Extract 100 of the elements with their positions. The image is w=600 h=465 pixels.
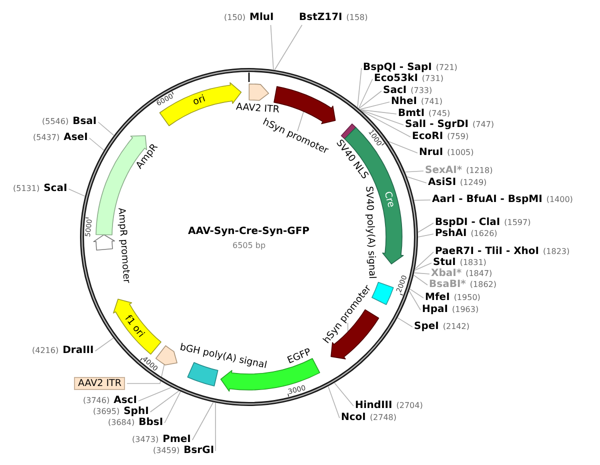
leader-line [414, 272, 430, 274]
enzyme-name: PshAI [435, 228, 467, 240]
site-position: (759) [447, 131, 469, 143]
feature-label: Cre [382, 190, 397, 209]
site-position: (4216) [32, 345, 59, 357]
enzyme-name: BsaBI* [429, 279, 466, 291]
site-position: (2748) [370, 412, 396, 424]
leader-line [360, 110, 404, 126]
leader-line [98, 122, 114, 136]
leader-line [408, 290, 421, 310]
feature-label: SV40 poly(A) signal [363, 186, 378, 280]
leader-line [150, 390, 180, 412]
enzyme-name: SexAI* [425, 165, 462, 177]
site-position: (1400) [546, 194, 573, 206]
leader-line [88, 138, 104, 151]
leader-line [410, 288, 424, 298]
enzyme-name: PmeI [162, 434, 191, 446]
leader-line [414, 200, 431, 201]
site-position: (3746) [83, 395, 110, 407]
leader-line [418, 234, 434, 238]
enzyme-name: EcoRI [412, 131, 444, 143]
site-position: (1831) [460, 257, 486, 268]
leader-line [328, 386, 340, 418]
enzyme-name: NruI [419, 147, 444, 159]
enzyme-name: StuI [433, 257, 456, 268]
enzyme-name: BstZ17I [299, 12, 342, 24]
enzyme-name: BbsI [138, 417, 164, 429]
site-position: (1218) [466, 165, 493, 177]
leader-line [362, 110, 411, 138]
feature-label: AAV2 ITR [74, 377, 126, 390]
enzyme-name: NcoI [341, 412, 366, 424]
site-position: (2704) [396, 400, 423, 412]
site-position: (3695) [93, 406, 120, 418]
enzyme-name: AsiSI [428, 177, 456, 189]
site-position: (5546) [42, 116, 69, 128]
enzyme-name: AarI - BfuAI - BspMI [432, 194, 542, 206]
site-position: (747) [472, 119, 494, 131]
feature-label: AAV2 ITR [236, 101, 280, 116]
site-position: (3459) [153, 445, 180, 457]
feature-label: f1 ori [122, 313, 147, 340]
feature-label: EGFP [286, 346, 314, 367]
site-position: (5437) [33, 132, 60, 144]
site-position: (2142) [442, 321, 470, 333]
leader-line [270, 24, 274, 70]
leader-line [397, 317, 413, 328]
enzyme-name: SpeI [414, 321, 439, 333]
site-position: (1597) [504, 217, 531, 229]
enzyme-name: XbaI* [431, 268, 462, 280]
leader-line [297, 110, 304, 132]
site-position: (1963) [452, 304, 479, 316]
leader-line [358, 90, 382, 109]
leader-line [388, 141, 418, 154]
site-position: (5131) [13, 183, 40, 195]
site-position: (1823) [543, 246, 570, 258]
enzyme-name: BmtI [398, 108, 425, 119]
site-position: (1005) [447, 147, 474, 159]
feature-label: bGH poly(A) signal [178, 342, 268, 372]
enzyme-name: MluI [250, 12, 274, 24]
enzyme-name: BspDI - ClaI [435, 217, 500, 228]
leader-line [360, 102, 390, 110]
site-position: (150) [224, 12, 246, 24]
enzyme-name: BspQI - SapI [363, 62, 432, 74]
enzyme-name: ScaI [44, 183, 68, 195]
leader-line [215, 402, 216, 452]
leader-line [358, 78, 373, 109]
leader-line [334, 382, 354, 406]
site-position: (1847) [466, 268, 492, 280]
enzyme-name: AscI [114, 395, 137, 406]
plasmid-size: 6505 bp [232, 241, 266, 251]
leader-line [414, 252, 434, 270]
leader-line [94, 338, 114, 352]
site-position: (1862) [470, 279, 497, 291]
leader-line [192, 402, 214, 440]
leader-line [414, 262, 432, 271]
enzyme-name: AseI [64, 132, 88, 144]
leader-line [68, 188, 86, 197]
enzyme-name: HindIII [355, 400, 392, 412]
leader-line [360, 109, 397, 114]
enzyme-name: NheI [391, 96, 417, 108]
site-position: (733) [410, 85, 432, 96]
leader-line [138, 386, 172, 402]
leader-line [413, 274, 428, 286]
enzyme-name: BsrGI [184, 445, 214, 457]
site-position: (721) [436, 62, 458, 74]
site-position: (158) [346, 12, 368, 24]
feature-label: AmpR promoter [115, 208, 132, 284]
site-position: (731) [422, 74, 444, 85]
site-position: (1950) [454, 292, 480, 304]
leader-line [126, 364, 165, 384]
leader-line [164, 391, 181, 424]
enzyme-name: SacI [383, 85, 407, 96]
enzyme-name: HpaI [422, 304, 448, 316]
feature-label: ori [192, 93, 208, 108]
site-position: (1626) [470, 228, 498, 240]
site-position: (3473) [132, 434, 159, 446]
site-position: (741) [421, 96, 443, 108]
enzyme-name: PaeR7I - TliI - XhoI [435, 246, 540, 258]
site-position: (1249) [460, 177, 487, 189]
site-position: (745) [428, 108, 450, 120]
leader-line [404, 170, 424, 172]
